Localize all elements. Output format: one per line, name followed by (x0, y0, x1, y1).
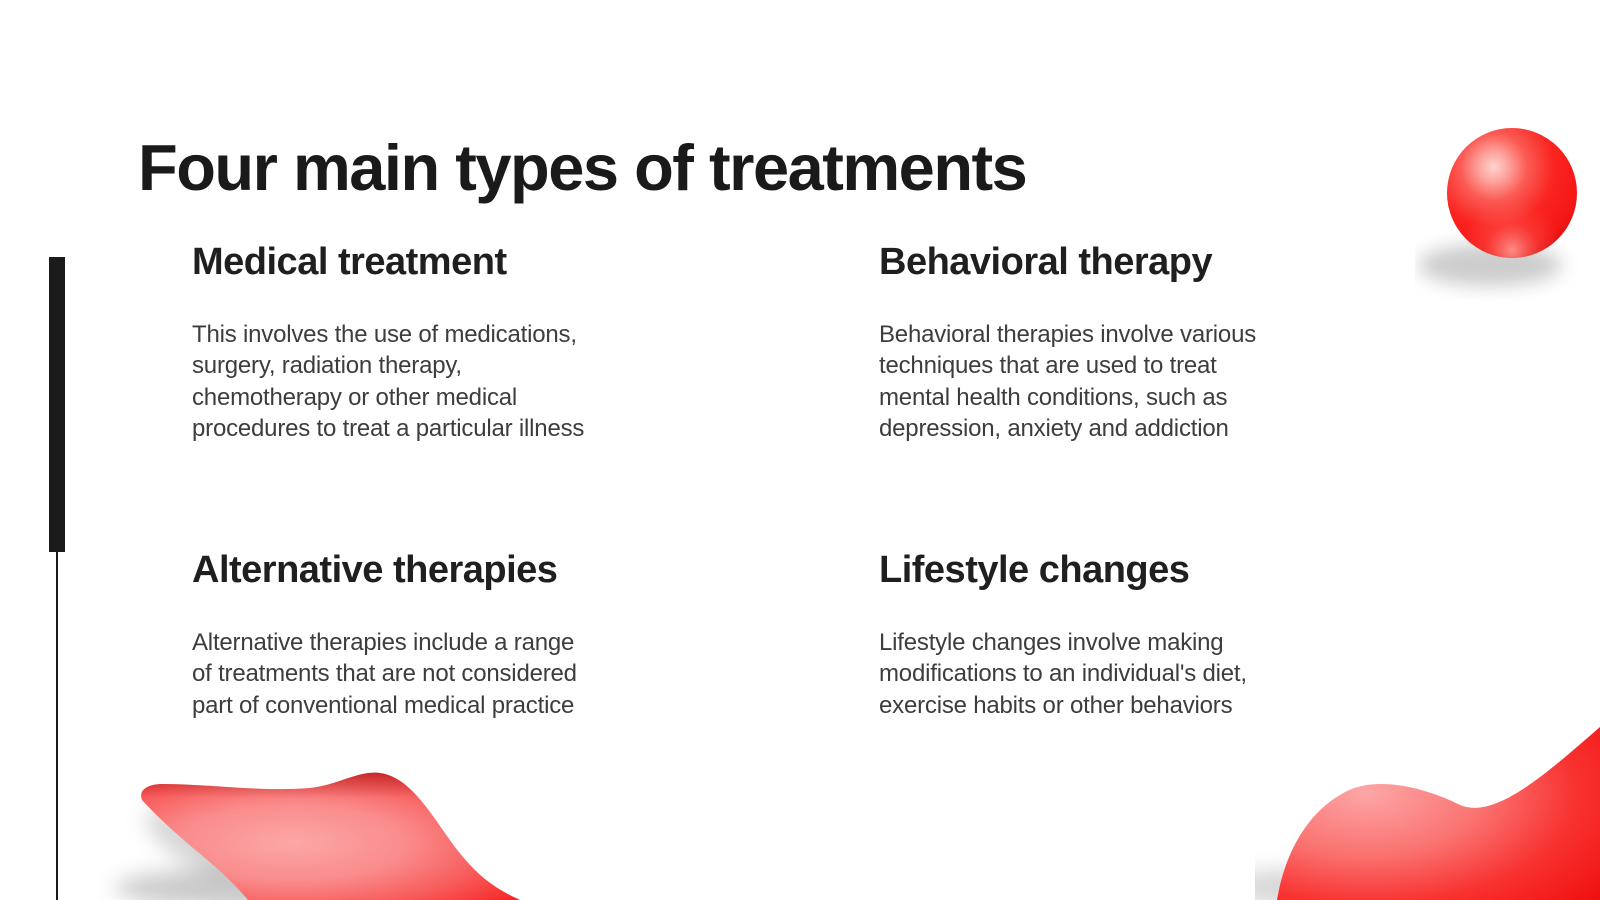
red-blob-bottom-left-icon (115, 772, 520, 900)
section-heading: Behavioral therapy (879, 241, 1213, 283)
section-heading: Lifestyle changes (879, 549, 1190, 591)
section-heading: Medical treatment (192, 241, 507, 283)
section-body: Behavioral therapies involve various tec… (879, 320, 1257, 443)
vertical-line-decoration (56, 551, 58, 900)
slide-title: Four main types of treatments (138, 130, 1028, 204)
section-body: This involves the use of medications, su… (192, 320, 585, 443)
vertical-bar-decoration (49, 257, 65, 552)
section-body: Alternative therapies include a range of… (192, 628, 577, 719)
red-sphere-icon (1418, 128, 1577, 286)
section-body: Lifestyle changes involve making modific… (879, 628, 1247, 719)
section-medical-treatment: Medical treatment This involves the use … (192, 240, 752, 445)
section-behavioral-therapy: Behavioral therapy Behavioral therapies … (879, 240, 1439, 445)
red-blob-bottom-right-icon (1255, 727, 1600, 900)
section-alternative-therapies: Alternative therapies Alternative therap… (192, 548, 752, 721)
section-heading: Alternative therapies (192, 549, 558, 591)
section-lifestyle-changes: Lifestyle changes Lifestyle changes invo… (879, 548, 1439, 721)
